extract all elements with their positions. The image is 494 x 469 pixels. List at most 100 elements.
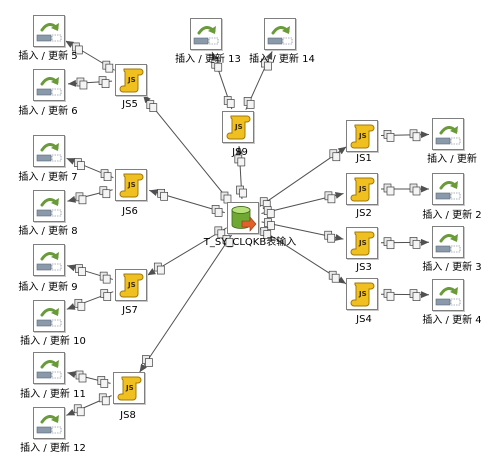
insert-update-icon — [36, 143, 62, 162]
hop-copy-icon — [324, 230, 336, 243]
step-upd5[interactable] — [33, 15, 65, 47]
hop-copy-icon — [211, 59, 223, 72]
hop-source-to-js9[interactable] — [234, 145, 247, 200]
hop-arrowhead — [420, 131, 430, 139]
step-label-upd13: 插入 / 更新 13 — [175, 54, 241, 65]
hop-arrowhead — [334, 234, 344, 241]
hop-arrowhead — [66, 303, 76, 310]
hop-source-to-js5[interactable] — [142, 94, 232, 204]
insert-update-icon — [267, 26, 293, 45]
hop-arrowhead — [67, 79, 77, 87]
hop-js7-to-upd10[interactable] — [66, 289, 114, 311]
hop-js3-to-upd3[interactable] — [380, 237, 430, 250]
step-label-upd6: 插入 / 更新 6 — [18, 106, 78, 117]
step-upd8[interactable] — [33, 190, 65, 222]
hop-copy-icon — [211, 205, 223, 217]
step-js1[interactable]: JS — [346, 120, 378, 152]
step-label-upd3: 插入 / 更新 3 — [422, 262, 482, 273]
step-upd3[interactable] — [432, 226, 464, 258]
javascript-scroll-icon: JS — [350, 124, 375, 149]
hop-copy-icon — [100, 169, 112, 182]
step-label-js2: JS2 — [356, 208, 372, 219]
step-js3[interactable]: JS — [346, 227, 378, 259]
step-upd6[interactable] — [33, 69, 65, 101]
hop-js9-to-upd13[interactable] — [211, 51, 235, 110]
hop-js4-to-upd4[interactable] — [380, 288, 430, 301]
hop-copy-icon — [98, 393, 110, 406]
step-upd7[interactable] — [33, 135, 65, 167]
step-label-js6: JS6 — [122, 206, 138, 217]
hop-source-to-js7[interactable] — [147, 226, 227, 276]
hop-arrowhead — [67, 371, 77, 378]
hop-arrowhead — [147, 268, 156, 276]
hop-copy-icon — [97, 376, 109, 388]
hop-arrowhead — [139, 363, 147, 373]
step-label-upd10: 插入 / 更新 10 — [20, 336, 86, 347]
hop-copy-icon — [74, 158, 85, 170]
hop-arrowhead — [66, 158, 76, 165]
step-source[interactable] — [227, 202, 259, 234]
hop-arrowhead — [67, 195, 77, 203]
step-upd2[interactable] — [432, 173, 464, 205]
step-js5[interactable]: JS — [115, 64, 147, 96]
step-js9[interactable]: JS — [222, 111, 254, 143]
step-upd11[interactable] — [33, 352, 65, 384]
step-upd14[interactable] — [264, 18, 296, 50]
step-label-source: T_SY_CLQKB表输入 — [203, 237, 297, 248]
step-upd13[interactable] — [190, 18, 222, 50]
hop-js8-to-upd11[interactable] — [67, 370, 111, 388]
hop-js9-to-upd14[interactable] — [243, 51, 273, 110]
hop-line[interactable] — [139, 233, 233, 373]
hop-copy-icon — [261, 58, 272, 71]
hop-js8-to-upd12[interactable] — [66, 393, 112, 417]
hop-copy-icon — [409, 289, 421, 301]
hop-js5-to-upd6[interactable] — [67, 76, 113, 90]
javascript-scroll-icon: JS — [226, 115, 251, 140]
hop-arrowhead — [420, 291, 430, 299]
hop-copy-icon — [383, 237, 395, 250]
hop-source-to-js2[interactable] — [261, 191, 344, 218]
step-upd4[interactable] — [432, 279, 464, 311]
hop-source-to-js3[interactable] — [261, 218, 344, 243]
hop-source-to-js4[interactable] — [258, 227, 347, 285]
hop-copy-icon — [409, 129, 421, 142]
hop-js7-to-upd9[interactable] — [67, 264, 113, 284]
hop-arrowhead — [265, 51, 273, 61]
hop-copy-icon — [75, 370, 87, 383]
insert-update-icon — [36, 252, 62, 271]
step-js4[interactable]: JS — [346, 278, 378, 310]
hop-arrowhead — [211, 51, 219, 61]
hop-js5-to-upd5[interactable] — [65, 40, 115, 73]
hop-copy-icon — [383, 183, 395, 196]
svg-text:JS: JS — [234, 123, 243, 131]
step-js8[interactable]: JS — [113, 372, 145, 404]
hop-copy-icon — [223, 96, 235, 108]
hop-source-to-js8[interactable] — [139, 233, 234, 373]
hop-js1-to-upd[interactable] — [380, 129, 430, 142]
step-upd[interactable] — [432, 118, 464, 150]
hop-arrowhead — [235, 145, 243, 155]
step-js6[interactable]: JS — [115, 169, 147, 201]
hop-js6-to-upd8[interactable] — [67, 186, 113, 205]
step-js2[interactable]: JS — [346, 173, 378, 205]
hop-source-to-js6[interactable] — [149, 188, 225, 217]
hop-arrowhead — [67, 264, 76, 272]
hop-copy-icon — [75, 264, 86, 276]
hop-line[interactable] — [142, 94, 232, 204]
step-label-upd11: 插入 / 更新 11 — [20, 389, 86, 400]
hop-js2-to-upd2[interactable] — [381, 183, 429, 196]
hop-copy-icon — [409, 183, 421, 196]
svg-text:JS: JS — [127, 281, 136, 289]
hop-copy-icon — [76, 77, 88, 90]
step-upd12[interactable] — [33, 407, 65, 439]
hop-copy-icon — [98, 76, 110, 88]
insert-update-icon — [36, 77, 62, 96]
step-label-js5: JS5 — [122, 99, 138, 110]
hop-copy-icon — [236, 185, 247, 198]
hop-js6-to-upd7[interactable] — [66, 157, 114, 182]
step-upd9[interactable] — [33, 244, 65, 276]
javascript-scroll-icon: JS — [350, 282, 375, 307]
step-js7[interactable]: JS — [115, 269, 147, 301]
step-upd10[interactable] — [33, 300, 65, 332]
